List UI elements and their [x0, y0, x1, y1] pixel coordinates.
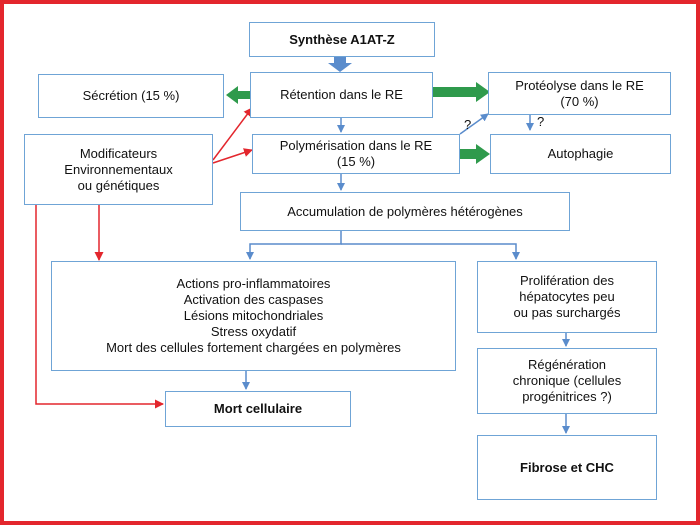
node-autophagie: Autophagie: [490, 134, 671, 174]
node-modificateurs: Modificateurs Environnementaux ou généti…: [24, 134, 213, 205]
node-proteolyse: Protéolyse dans le RE (70 %): [488, 72, 671, 115]
node-fibrose: Fibrose et CHC: [477, 435, 657, 500]
arrow-polymerisation-proteolyse: [459, 113, 489, 135]
arrow-polymerisation-autophagie: [460, 144, 490, 164]
node-retention: Rétention dans le RE: [250, 72, 433, 118]
node-synthese: Synthèse A1AT-Z: [249, 22, 435, 57]
arrow-modificateurs-retention: [212, 107, 253, 161]
question-mark-proteolyse-autophagie: ?: [537, 114, 545, 129]
arrow-synthese-retention: [328, 57, 352, 72]
node-accumulation: Accumulation de polymères hétérogènes: [240, 192, 570, 231]
node-regeneration: Régénération chronique (cellules progéni…: [477, 348, 657, 414]
arrow-modificateurs-polymerisation: [212, 148, 253, 164]
arrow-modificateurs-mort: [35, 205, 164, 409]
arrow-retention-proteolyse: [433, 82, 490, 102]
arrow-retention-secretion: [226, 86, 250, 104]
arrow-accumulation-proliferation: [341, 243, 520, 260]
node-proliferation: Prolifération des hépatocytes peu ou pas…: [477, 261, 657, 333]
node-mort: Mort cellulaire: [165, 391, 351, 427]
node-actions: Actions pro-inflammatoires Activation de…: [51, 261, 456, 371]
node-secretion: Sécrétion (15 %): [38, 74, 224, 118]
question-mark-poly-proteolyse: ?: [464, 117, 472, 132]
node-polymerisation: Polymérisation dans le RE (15 %): [252, 134, 460, 174]
arrow-accumulation-split: [246, 231, 342, 260]
